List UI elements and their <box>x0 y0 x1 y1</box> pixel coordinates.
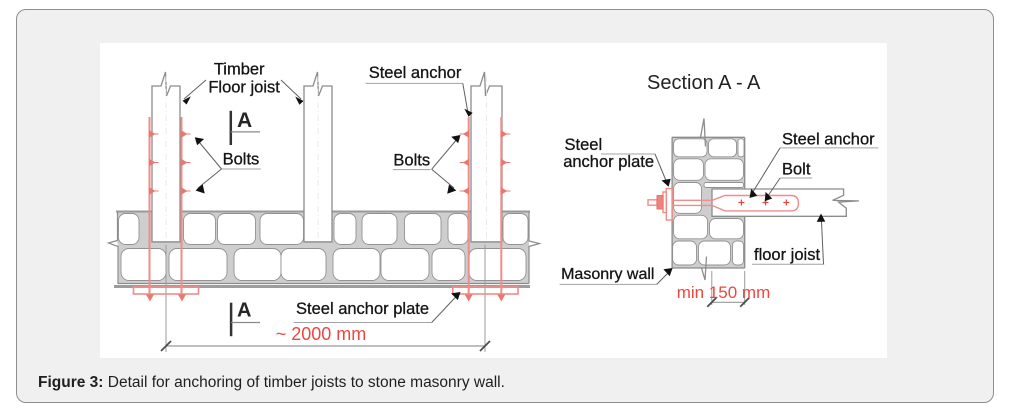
svg-text:Steel anchor: Steel anchor <box>782 131 875 149</box>
svg-text:Steel anchor plate: Steel anchor plate <box>296 300 429 318</box>
svg-text:A: A <box>237 300 251 322</box>
svg-text:A: A <box>237 109 252 132</box>
svg-text:anchor plate: anchor plate <box>563 153 654 171</box>
svg-text:Section A - A: Section A - A <box>647 72 761 94</box>
svg-text:Bolts: Bolts <box>393 152 430 170</box>
svg-text:min 150 mm: min 150 mm <box>677 283 771 302</box>
svg-text:~ 2000 mm: ~ 2000 mm <box>276 324 367 344</box>
svg-text:Masonry wall: Masonry wall <box>561 266 654 283</box>
svg-text:Steel anchor: Steel anchor <box>369 64 462 82</box>
svg-text:Timber: Timber <box>214 61 265 79</box>
svg-text:floor joist: floor joist <box>754 246 820 264</box>
svg-text:Bolts: Bolts <box>223 151 260 169</box>
svg-text:Bolt: Bolt <box>782 161 811 179</box>
svg-text:Steel: Steel <box>565 136 603 154</box>
svg-text:Floor joist: Floor joist <box>208 79 280 97</box>
